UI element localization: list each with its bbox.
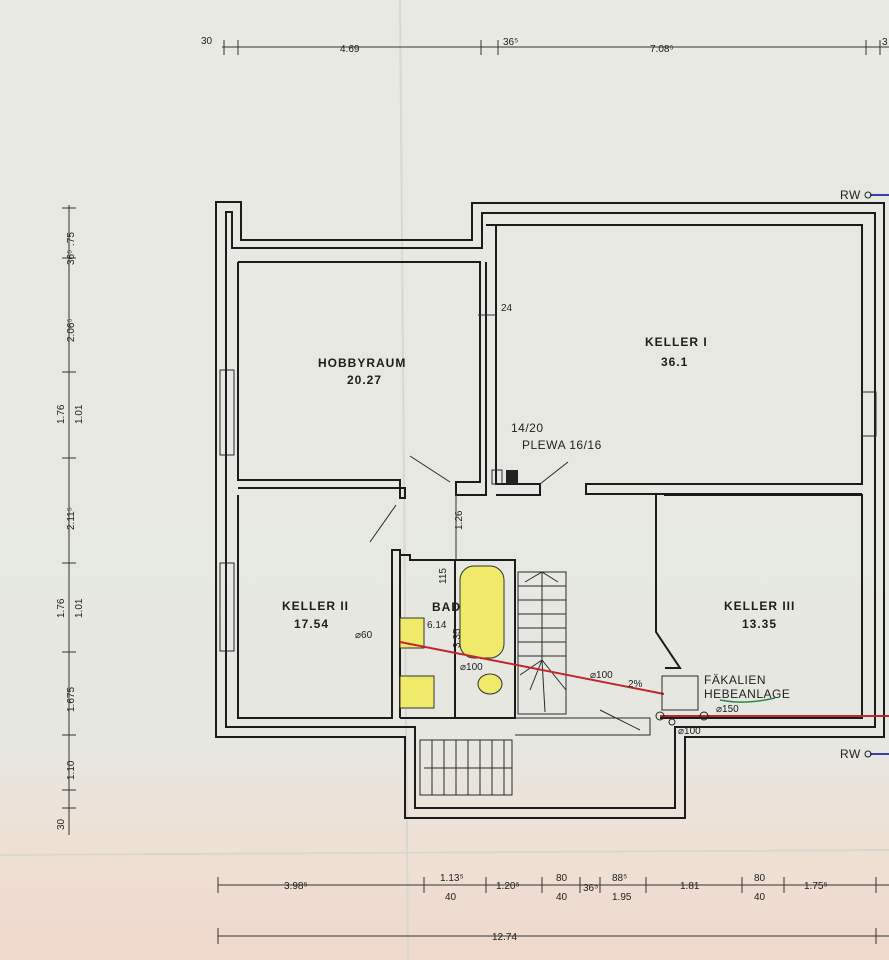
pipe-d100-label: ⌀100 <box>460 662 483 673</box>
dim-label: 12.74 <box>492 932 517 943</box>
left-dimension-line: .75 36⁵ 2.06⁵ 1.76 1.01 2.11⁵ 1.76 1.01 … <box>56 205 85 835</box>
green-mark <box>719 697 776 703</box>
fold-line <box>0 849 889 856</box>
hebeanlage-label: HEBEANLAGE <box>704 687 790 701</box>
rw-top-label: RW <box>840 188 861 202</box>
dim-label: 3 <box>882 37 888 48</box>
outer-walls <box>215 201 885 819</box>
dim-label: 36⁵ <box>503 37 518 48</box>
room-keller3-name: KELLER III <box>724 599 795 613</box>
dim-label: 3.98⁵ <box>284 881 308 892</box>
bathtub <box>459 565 505 659</box>
dim-label: 80 <box>556 873 568 884</box>
dim-label: 1.10 <box>66 760 77 780</box>
dim-label: 40 <box>445 892 457 903</box>
room-keller3-area: 13.35 <box>742 617 777 631</box>
room-hobbyraum-name: HOBBYRAUM <box>318 356 406 370</box>
chimney-type-label: PLEWA 16/16 <box>522 438 602 452</box>
dim-label: 1.95 <box>612 892 632 903</box>
room-bad-name: BAD <box>432 600 461 614</box>
dim-label: 1.13⁵ <box>440 873 464 884</box>
slope-label: 2% <box>628 679 643 690</box>
dim-label: 30 <box>201 36 213 47</box>
dim-label: 115 <box>438 568 449 584</box>
dim-label: 3.35 <box>452 628 463 648</box>
room-bad-area: 6.14 <box>427 620 447 631</box>
dim-label: 30 <box>56 818 67 830</box>
dim-label: 7.08⁵ <box>650 44 674 55</box>
dim-label: 1.75⁵ <box>804 881 828 892</box>
faekalien-label: FÄKALIEN <box>704 673 766 687</box>
sewer-pipe-segment <box>399 641 665 695</box>
rainwater-pipes <box>864 191 889 758</box>
dim-label: 40 <box>754 892 766 903</box>
toilet <box>477 673 503 695</box>
fold-line <box>399 0 409 960</box>
dim-label: 1.20⁵ <box>496 881 520 892</box>
dim-label: 2.06⁵ <box>66 318 77 342</box>
shower-tray <box>399 675 435 709</box>
dim-label: 1.01 <box>74 598 85 618</box>
room-keller2-area: 17.54 <box>294 617 329 631</box>
chimney <box>491 469 518 485</box>
dim-label: 1.76 <box>56 404 67 424</box>
pipe-d60-label: ⌀60 <box>355 630 373 641</box>
dim-label: 1.675 <box>66 687 77 712</box>
rw-bottom-label: RW <box>840 747 861 761</box>
room-keller1-name: KELLER I <box>645 335 708 349</box>
pipe-d150-label: ⌀150 <box>716 704 739 715</box>
room-keller1-area: 36.1 <box>661 355 688 369</box>
room-hobbyraum-area: 20.27 <box>347 373 382 387</box>
overall-dimension-line: 12.74 <box>217 928 889 944</box>
bottom-dimension-line: 3.98⁵ 1.13⁵ 40 1.20⁵ 80 40 36⁵ 88⁵ 1.95 … <box>217 873 889 903</box>
dim-label: 1.76 <box>56 598 67 618</box>
dim-label: 4.69 <box>340 44 360 55</box>
top-dimension-line: 30 4.69 36⁵ 7.08⁵ 3 <box>201 36 889 55</box>
staircase <box>419 571 567 796</box>
dim-label: 1.81 <box>680 881 700 892</box>
dim-label: 2.11⁵ <box>66 507 77 530</box>
dim-label: 1.01 <box>74 404 85 424</box>
wall-thickness-label: 24 <box>501 303 513 314</box>
chimney-size-label: 14/20 <box>511 421 544 435</box>
dim-label: 80 <box>754 873 766 884</box>
dim-label: 36⁵ <box>66 250 77 265</box>
room-keller2-name: KELLER II <box>282 599 349 613</box>
door-swings <box>369 455 641 731</box>
dim-label: 1.26 <box>454 510 465 530</box>
dim-label: 36⁵ <box>583 883 598 894</box>
bathroom-fixtures <box>399 565 505 709</box>
dim-label: 40 <box>556 892 568 903</box>
interior-walls <box>219 224 877 736</box>
pipe-d100-label: ⌀100 <box>678 726 701 737</box>
sewer-pipe <box>399 641 889 726</box>
pipe-d100-label: ⌀100 <box>590 670 613 681</box>
dim-label: 88⁵ <box>612 873 627 884</box>
dim-label: .75 <box>66 232 77 246</box>
